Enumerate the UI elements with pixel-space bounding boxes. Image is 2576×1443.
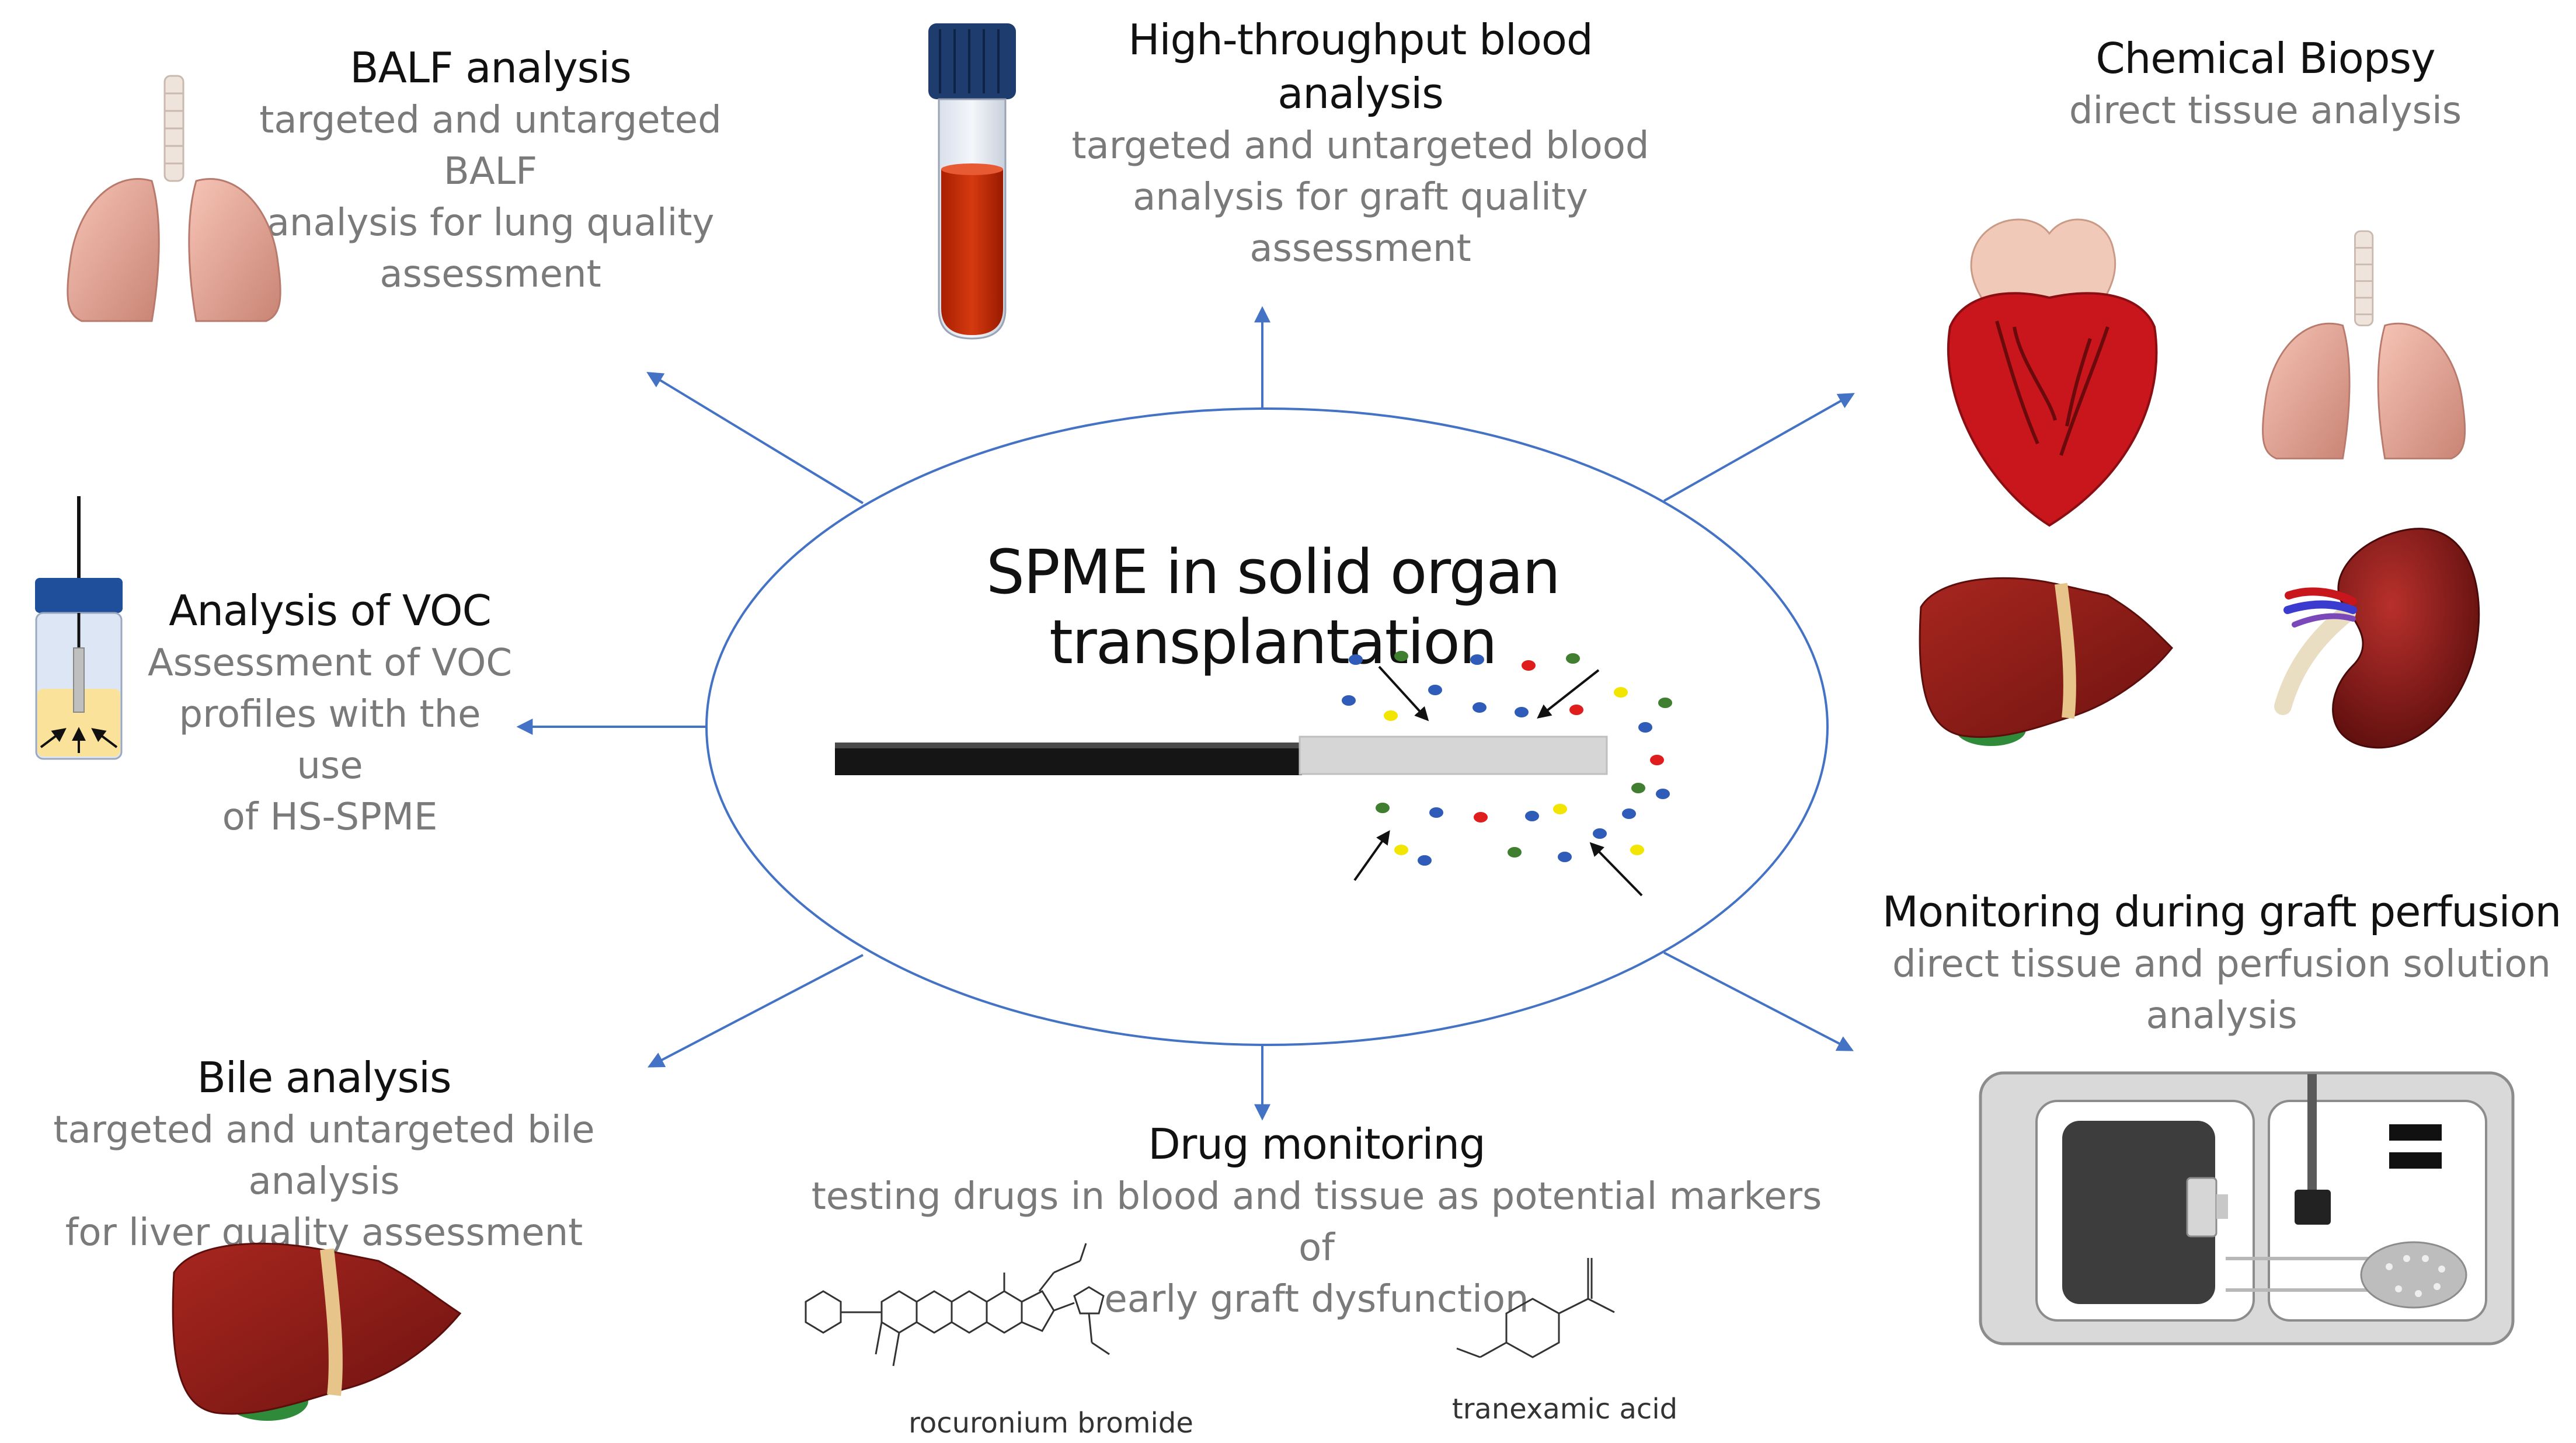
spme-fiber-icon (835, 736, 1608, 775)
drug-title: Drug monitoring (1148, 1120, 1485, 1169)
perfusion-desc-2: analysis (2146, 994, 2297, 1037)
balf-title: BALF analysis (350, 43, 632, 92)
bile-desc-2: for liver quality assessment (65, 1211, 583, 1254)
headspace-vial-icon (35, 496, 123, 760)
bile-title: Bile analysis (197, 1053, 451, 1102)
drug-desc-2: early graft dysfunction (1104, 1278, 1529, 1321)
drug-label: Drug monitoring testing drugs in blood a… (806, 1117, 1827, 1325)
rocuronium-label: rocuronium bromide (908, 1407, 1193, 1439)
tranexamic-acid-structure-icon (1456, 1258, 1615, 1358)
arrow-to-perfusion (1663, 951, 1854, 1051)
center-ellipse (705, 407, 1829, 1046)
blood-desc-3: assessment (1249, 227, 1471, 270)
lungs-icon (2262, 230, 2466, 459)
drug-desc-1: testing drugs in blood and tissue as pot… (811, 1175, 1822, 1270)
blood-tube-icon (928, 23, 1016, 340)
arrow-to-biopsy (1663, 393, 1855, 502)
balf-desc-3: assessment (380, 253, 601, 296)
bile-label: Bile analysis targeted and untargeted bi… (0, 1051, 648, 1259)
blood-title: High-throughput blood analysis (1128, 15, 1593, 118)
biopsy-title: Chemical Biopsy (2095, 34, 2435, 83)
perfusion-title: Monitoring during graft perfusion (1882, 887, 2562, 936)
perfusion-desc-1: direct tissue and perfusion solution (1892, 943, 2551, 986)
biopsy-desc-1: direct tissue analysis (2069, 89, 2462, 133)
blood-label: High-throughput blood analysis targeted … (1039, 13, 1682, 274)
adsorption-arrows (1353, 665, 1643, 897)
bile-desc-1: targeted and untargeted bile analysis (53, 1109, 595, 1203)
balf-label: BALF analysis targeted and untargeted BA… (216, 41, 765, 300)
blood-desc-2: analysis for graft quality (1133, 176, 1588, 219)
center-title: SPME in solid organ transplantation (986, 536, 1561, 678)
tranexamic-label: tranexamic acid (1451, 1393, 1678, 1425)
lungs-icon (67, 75, 281, 322)
heart-icon (1947, 218, 2158, 527)
balf-desc-1: targeted and untargeted BALF (259, 99, 722, 193)
voc-desc-1: Assessment of VOC (148, 642, 512, 685)
arrow-to-bile (648, 954, 864, 1068)
liver-icon (172, 1242, 462, 1421)
balf-desc-2: analysis for lung quality (266, 201, 715, 245)
kidney-icon (2274, 528, 2480, 749)
liver-icon (1919, 577, 2174, 746)
arrow-to-balf (646, 372, 864, 504)
voc-title: Analysis of VOC (169, 586, 492, 635)
rocuronium-structure-icon (805, 1243, 1110, 1367)
blood-desc-1: targeted and untargeted blood (1071, 124, 1649, 168)
biopsy-label: Chemical Biopsy direct tissue analysis (2032, 32, 2499, 137)
voc-label: Analysis of VOC Assessment of VOC profil… (140, 584, 520, 843)
voc-desc-2: profiles with the use (179, 693, 481, 787)
voc-desc-3: of HS-SPME (222, 796, 438, 839)
perfusion-device-icon (1979, 1071, 2515, 1346)
perfusion-label: Monitoring during graft perfusion direct… (1868, 885, 2575, 1041)
analyte-dots (1342, 651, 1672, 866)
